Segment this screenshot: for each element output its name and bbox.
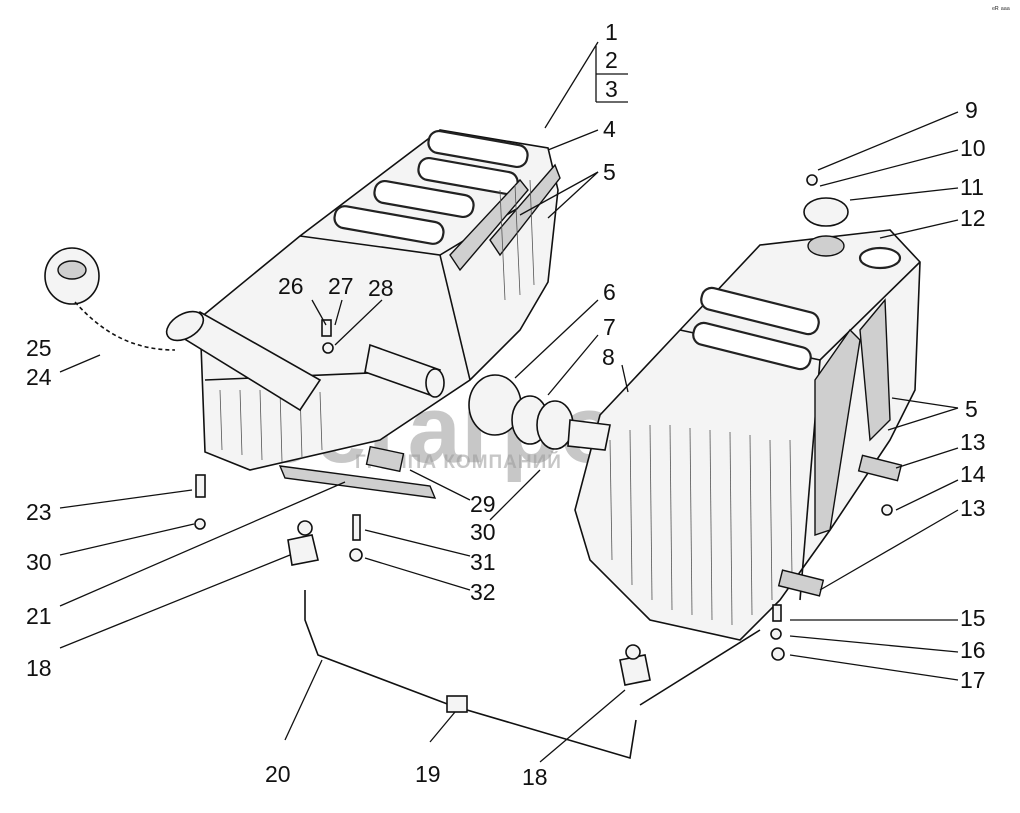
callout-12: 12 <box>960 205 986 231</box>
callout-17: 17 <box>960 667 986 693</box>
callout-26: 26 <box>278 273 304 299</box>
fuel-cap <box>44 247 176 351</box>
callout-24: 24 <box>26 364 52 390</box>
leader-lines <box>59 41 959 763</box>
callout-9: 9 <box>965 97 978 123</box>
callout-27: 27 <box>328 273 354 299</box>
callout-labels: 1 2 3 4 5 6 7 8 9 10 11 12 5 13 14 13 15… <box>26 19 986 790</box>
callout-2: 2 <box>605 47 618 73</box>
callout-16: 16 <box>960 637 986 663</box>
callout-4: 4 <box>603 116 616 142</box>
hose-connection <box>468 374 611 451</box>
callout-20: 20 <box>265 761 291 787</box>
callout-8: 8 <box>602 344 615 370</box>
watermark-subtitle: ГРУППА КОМПАНИЙ <box>355 451 562 473</box>
callout-11: 11 <box>960 174 984 200</box>
callout-18-bottom: 18 <box>522 764 548 790</box>
callout-32: 32 <box>470 579 496 605</box>
right-fuel-tank <box>574 197 921 641</box>
callout-3: 3 <box>605 76 618 102</box>
callout-13-top: 13 <box>960 429 986 455</box>
callout-29: 29 <box>470 491 496 517</box>
callout-21: 21 <box>26 603 52 629</box>
callout-18-left: 18 <box>26 655 52 681</box>
callout-23: 23 <box>26 499 52 525</box>
callout-31: 31 <box>470 549 496 575</box>
callout-7: 7 <box>603 314 616 340</box>
fuel-line-assembly <box>287 520 761 760</box>
callout-13-mid: 13 <box>960 495 986 521</box>
corner-mark: ᵉᴿ ᵃᵃᵃ <box>992 5 1011 14</box>
small-parts <box>194 174 893 661</box>
callout-14: 14 <box>960 461 986 487</box>
callout-5-right: 5 <box>965 396 978 422</box>
callout-25: 25 <box>26 335 52 361</box>
callout-10: 10 <box>960 135 986 161</box>
callout-1: 1 <box>605 19 618 45</box>
callout-30-mid: 30 <box>470 519 496 545</box>
callout-30-left: 30 <box>26 549 52 575</box>
callout-6: 6 <box>603 279 616 305</box>
callout-15: 15 <box>960 605 986 631</box>
callout-19: 19 <box>415 761 441 787</box>
callout-5-top: 5 <box>603 159 616 185</box>
callout-28: 28 <box>368 275 394 301</box>
left-fuel-tank <box>165 129 561 499</box>
